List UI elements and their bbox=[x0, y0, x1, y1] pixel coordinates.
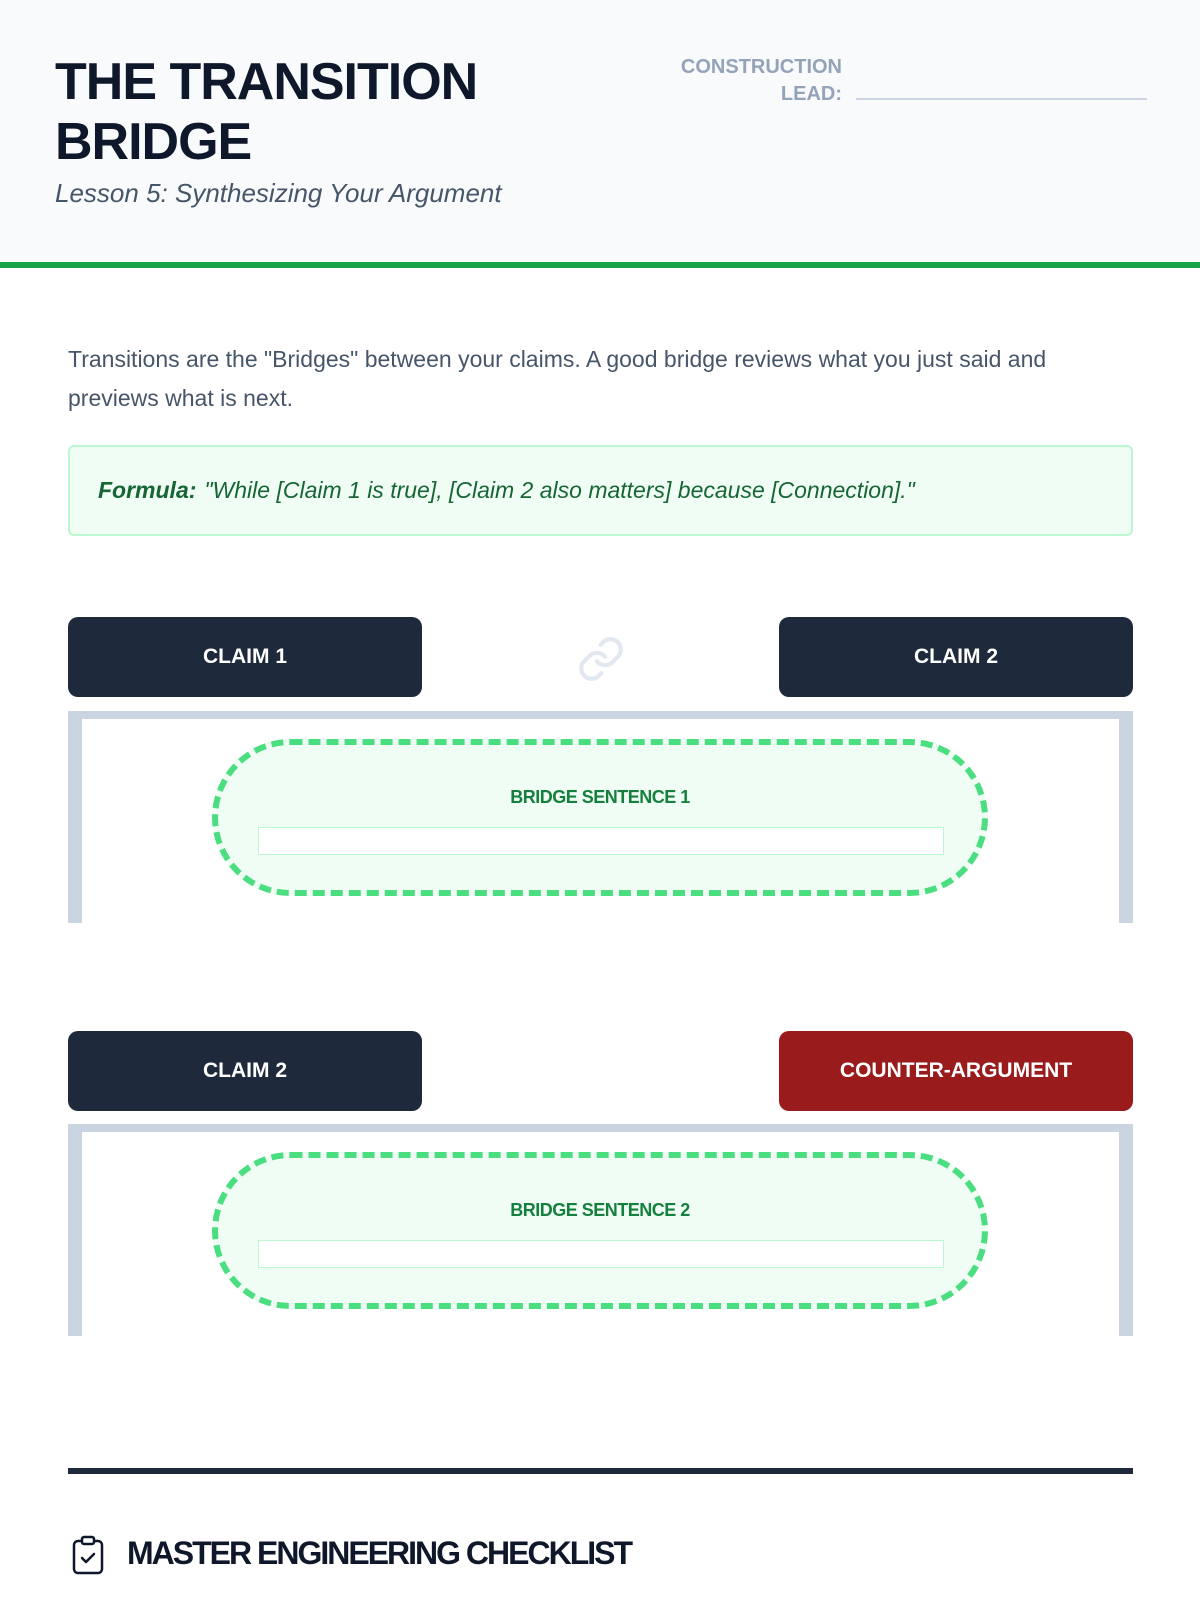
formula-label: Formula: bbox=[98, 477, 197, 503]
header: THE TRANSITION BRIDGE Lesson 5: Synthesi… bbox=[0, 0, 1200, 268]
construction-lead-field[interactable] bbox=[856, 98, 1147, 100]
claim-2-box-second: CLAIM 2 bbox=[68, 1031, 422, 1111]
bridge-sentence-2-input[interactable] bbox=[258, 1240, 944, 1268]
clipboard-check-icon bbox=[72, 1535, 104, 1575]
checklist-title: MASTER ENGINEERING CHECKLIST bbox=[127, 1535, 633, 1571]
bridge-sentence-2-label: BRIDGE SENTENCE 2 bbox=[510, 1200, 690, 1220]
bridge-sentence-1-label: BRIDGE SENTENCE 1 bbox=[510, 787, 690, 807]
bridge-frame-1 bbox=[68, 711, 1133, 923]
section-divider bbox=[68, 1468, 1133, 1474]
page-title: THE TRANSITION BRIDGE bbox=[55, 53, 478, 171]
counter-argument-box: COUNTER-ARGUMENT bbox=[779, 1031, 1133, 1111]
formula-text: "While [Claim 1 is true], [Claim 2 also … bbox=[204, 477, 915, 503]
bridge-sentence-1-input[interactable] bbox=[258, 827, 944, 855]
claim-1-box: CLAIM 1 bbox=[68, 617, 422, 697]
bridge-sentence-2: BRIDGE SENTENCE 2 bbox=[212, 1152, 988, 1309]
bridge-frame-2 bbox=[68, 1124, 1133, 1336]
link-icon bbox=[579, 637, 623, 681]
intro-text: Transitions are the "Bridges" between yo… bbox=[68, 346, 1047, 411]
claim-2-box: CLAIM 2 bbox=[779, 617, 1133, 697]
lesson-subtitle: Lesson 5: Synthesizing Your Argument bbox=[55, 178, 502, 208]
construction-lead-label: CONSTRUCTION LEAD: bbox=[680, 56, 842, 105]
formula-box: Formula: "While [Claim 1 is true], [Claim… bbox=[68, 445, 1133, 536]
bridge-sentence-1: BRIDGE SENTENCE 1 bbox=[212, 739, 988, 896]
